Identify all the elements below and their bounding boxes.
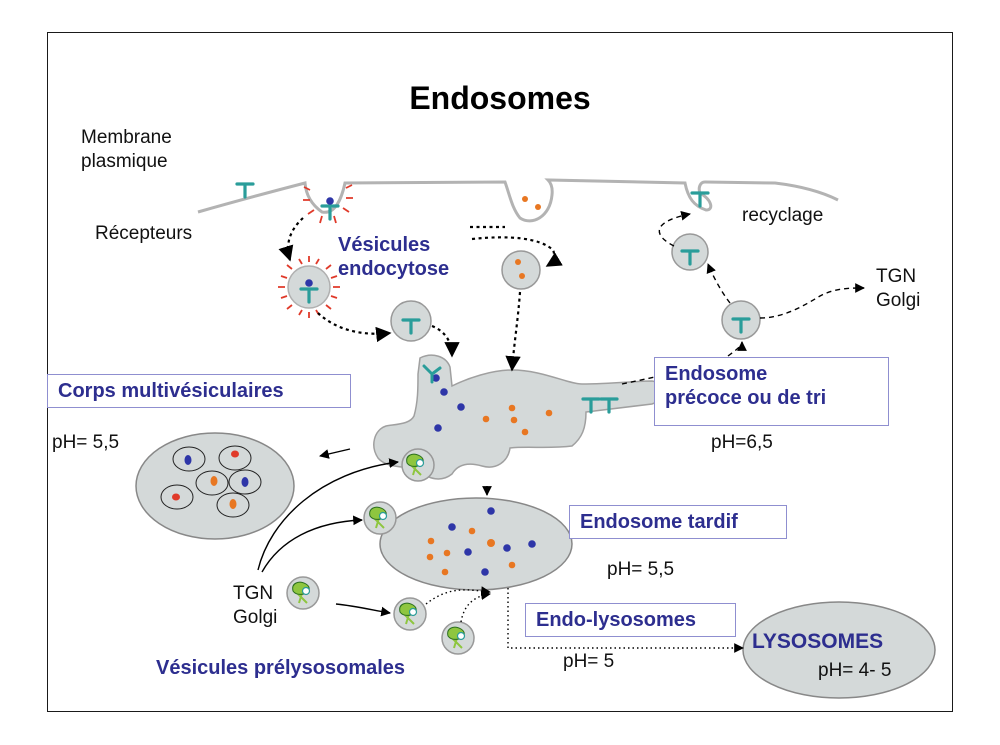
arrow-late-to-lysosome	[507, 588, 744, 653]
endocytosis-vesicles-line2: endocytose	[338, 258, 450, 280]
clathrin-coated-vesicle	[278, 256, 340, 318]
ph-multivesicular: pH= 5,5	[52, 432, 120, 453]
arrow-tgn-to-prelysosomal	[261, 515, 363, 573]
arrow-early-to-recycling	[727, 341, 747, 357]
page-title: Endosomes	[409, 80, 591, 116]
arrow-upper-to-membrane	[658, 210, 691, 247]
plasma-membrane	[197, 178, 839, 223]
recycling-vesicle-lower	[721, 300, 761, 340]
membrane-label: Membrane plasmique	[81, 126, 172, 174]
recycling-vesicle-upper	[671, 233, 709, 271]
ph-late: pH= 5,5	[607, 559, 675, 580]
tgn-bottom-label: TGN Golgi	[233, 582, 277, 630]
pit-receptor	[320, 197, 340, 221]
ph-early: pH=6,5	[711, 432, 773, 453]
pinocytic-vesicle	[501, 250, 541, 290]
prelysosomal-vesicle-4	[441, 621, 475, 655]
early-endosome-box: Endosome précoce ou de tri	[654, 357, 889, 426]
endocytosis-vesicles-label: Vésicules endocytose	[338, 233, 449, 281]
multivesicular-bodies-box: Corps multivésiculaires	[47, 374, 351, 408]
multivesicular-body	[135, 432, 295, 540]
arrow-prelysosomal-to-late	[425, 586, 491, 605]
early-endosome	[373, 354, 662, 480]
arrow-vesicle-to-uncoated	[317, 312, 392, 343]
arrow-uncoated-to-early	[431, 324, 460, 358]
arrow-recycling-to-tgn	[759, 283, 865, 319]
prelysosomal-vesicle-1	[363, 501, 397, 535]
prelysosomal-vesicle-3	[393, 597, 427, 631]
macropinocytic-cargo	[522, 196, 541, 210]
early-endosome-receptors	[422, 364, 619, 414]
endocytosis-vesicles-line1: Vésicules	[338, 234, 431, 256]
arrow-prelysosomal-to-late-2	[460, 590, 491, 623]
early-endosome-line1: Endosome	[665, 363, 768, 385]
recycling-label: recyclage	[742, 205, 824, 226]
ph-endo-lysosome: pH= 5	[563, 651, 615, 672]
tgn-bottom-line2: Golgi	[233, 607, 278, 628]
arrow-recycling-to-upper	[706, 263, 731, 304]
tgn-top-line2: Golgi	[876, 290, 921, 311]
tgn-top-label: TGN Golgi	[876, 265, 920, 313]
early-endosome-line2: précoce ou de tri	[665, 387, 827, 409]
arrow-pit-to-vesicle	[278, 217, 304, 262]
late-endosome	[379, 497, 573, 591]
slide-frame	[47, 32, 953, 712]
arrow-golgi-vesicle-to-prelysosomal	[335, 603, 391, 617]
connector-box-early	[621, 376, 656, 385]
late-endosome-box: Endosome tardif	[569, 505, 787, 539]
tgn-top-line1: TGN	[876, 266, 917, 287]
arrow-tgn-to-early	[257, 458, 399, 571]
uncoated-vesicle	[390, 300, 432, 342]
arrow-pinocytic-to-early	[505, 291, 522, 372]
membrane-label-line1: Membrane	[81, 127, 172, 148]
prelysosomal-vesicle-2	[286, 576, 320, 610]
tgn-bottom-line1: TGN	[233, 583, 274, 604]
lysosomes-label: LYSOSOMES	[752, 630, 884, 653]
early-endosome-cargo	[432, 374, 553, 436]
arrow-membrane-to-pinocytic	[470, 225, 554, 266]
prelysosomal-vesicles-label: Vésicules prélysosomales	[156, 657, 406, 679]
surface-receptor	[235, 182, 255, 199]
clathrin-coat-pit	[303, 184, 353, 224]
receptors-label: Récepteurs	[95, 223, 193, 244]
budding-vesicle-early	[401, 448, 435, 482]
membrane-label-line2: plasmique	[81, 151, 168, 172]
ph-lysosome: pH= 4- 5	[818, 660, 892, 681]
arrow-early-to-mvb	[319, 448, 351, 459]
endo-lysosomes-box: Endo-lysosomes	[525, 603, 736, 637]
